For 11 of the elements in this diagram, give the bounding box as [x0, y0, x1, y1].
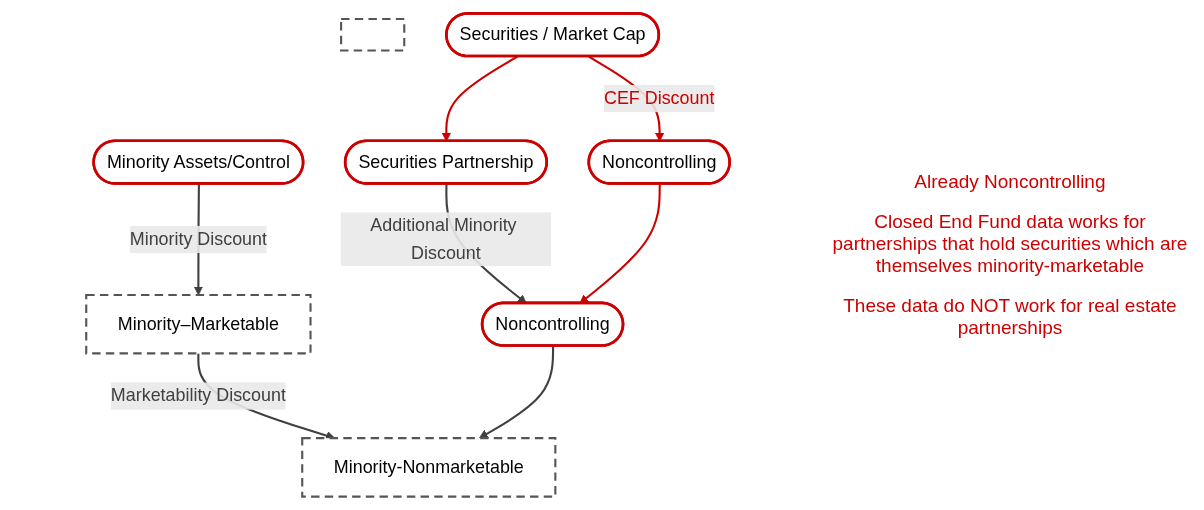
edge-label: Minority Discount [129, 228, 267, 249]
arrow [478, 346, 555, 439]
note-text: These data do NOT work for real estate partnerships [842, 295, 1178, 339]
edge-label: Marketability Discount [110, 385, 286, 406]
node-box: Minority–Marketable [85, 293, 312, 355]
edge-label: Additional Minority Discount [370, 215, 517, 263]
edge-label: CEF Discount [604, 88, 715, 109]
node-box [340, 17, 406, 52]
note-text: Already Noncontrolling [913, 171, 1107, 193]
node-box: Minority-Nonmarketable [301, 437, 557, 498]
note-text: Closed End Fund data works for partnerships that hold securities which are themselves minority-marketable [831, 211, 1189, 277]
